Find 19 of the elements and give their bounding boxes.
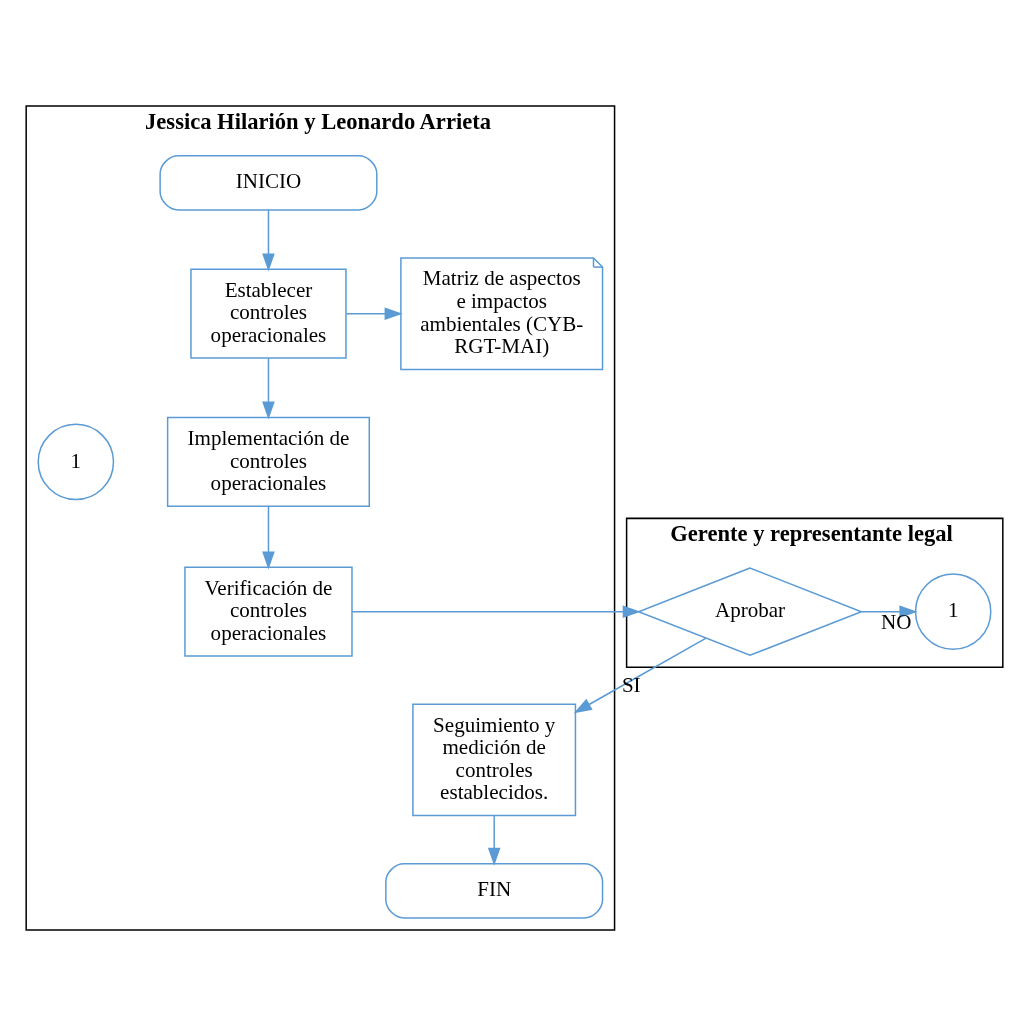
edge-label: SI [621, 672, 641, 697]
edge-label: NO [880, 609, 912, 634]
arrow [262, 357, 275, 420]
node-box: Seguimiento y medición de controles establecidos. [412, 703, 577, 817]
node-circle: 1 [37, 423, 115, 501]
arrow [345, 307, 403, 321]
arrow [262, 505, 275, 570]
node-box: INICIO [159, 154, 378, 211]
node-box: Implementación de controles operacionales [166, 416, 371, 508]
node-circle: 1 [914, 573, 992, 651]
node-diamond: Aprobar [636, 567, 864, 657]
arrow [573, 637, 707, 714]
arrow [262, 209, 275, 272]
node-box: Verificación de controles operacionales [184, 566, 353, 657]
node-box: FIN [385, 863, 604, 919]
node-box: Establecer controles operacionales [190, 268, 347, 359]
arrow [860, 605, 918, 618]
arrow [351, 605, 641, 618]
arrow [487, 814, 501, 866]
